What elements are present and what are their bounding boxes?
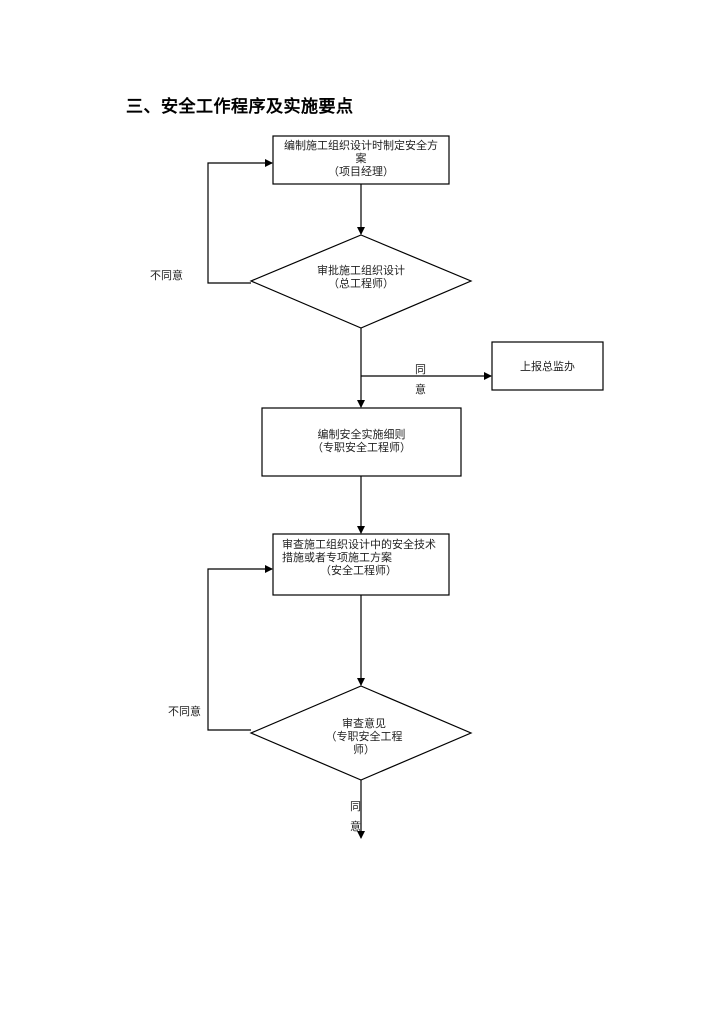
node-plan-role: （项目经理） bbox=[328, 165, 394, 178]
node-plan-line1: 编制施工组织设计时制定安全方 bbox=[284, 139, 438, 152]
node-plan-line2: 案 bbox=[355, 152, 367, 165]
decision-review-line1: 审查意见 bbox=[342, 717, 386, 730]
label-reject-2: 不同意 bbox=[168, 705, 201, 718]
section-title: 三、安全工作程序及实施要点 bbox=[126, 97, 354, 117]
node-safety-rules-role: （专职安全工程师） bbox=[312, 441, 411, 454]
node-review-measures-line1: 审查施工组织设计中的安全技术 bbox=[282, 538, 436, 551]
label-approve-1-a: 同 bbox=[415, 363, 426, 376]
process-box-safety-rules bbox=[261, 407, 462, 477]
decision-approve-line1: 审批施工组织设计 bbox=[317, 264, 405, 277]
node-review-measures-text: 审查施工组织设计中的安全技术 措施或者专项施工方案 （安全工程师） bbox=[282, 538, 447, 577]
process-box-review-measures bbox=[272, 533, 450, 596]
node-plan-text: 编制施工组织设计时制定安全方 案 （项目经理） bbox=[273, 139, 449, 178]
process-box-report bbox=[491, 341, 604, 391]
node-safety-rules-line1: 编制安全实施细则 bbox=[317, 428, 406, 441]
label-approve-2-b: 意 bbox=[350, 820, 361, 833]
decision-review-line3: 师） bbox=[353, 743, 375, 756]
connector-reject-loop-1 bbox=[207, 159, 273, 284]
node-safety-rules-text: 编制安全实施细则 （专职安全工程师） bbox=[262, 428, 461, 454]
label-reject-1: 不同意 bbox=[150, 269, 183, 282]
node-review-measures-line2: 措施或者专项施工方案 bbox=[282, 551, 392, 564]
node-report-text: 上报总监办 bbox=[520, 360, 575, 373]
label-approve-1-b: 意 bbox=[415, 383, 426, 396]
decision-approve-role: （总工程师） bbox=[328, 277, 394, 290]
connector-reject-loop-2 bbox=[207, 565, 273, 731]
label-approve-2-a: 同 bbox=[350, 800, 361, 813]
decision-review-line2: （专职安全工程 bbox=[325, 730, 403, 743]
decision-review-text: 审查意见 （专职安全工程 师） bbox=[316, 717, 412, 756]
decision-approve-text: 审批施工组织设计 （总工程师） bbox=[296, 264, 426, 290]
node-review-measures-role: （安全工程师） bbox=[320, 564, 397, 577]
process-box-plan bbox=[272, 135, 450, 185]
